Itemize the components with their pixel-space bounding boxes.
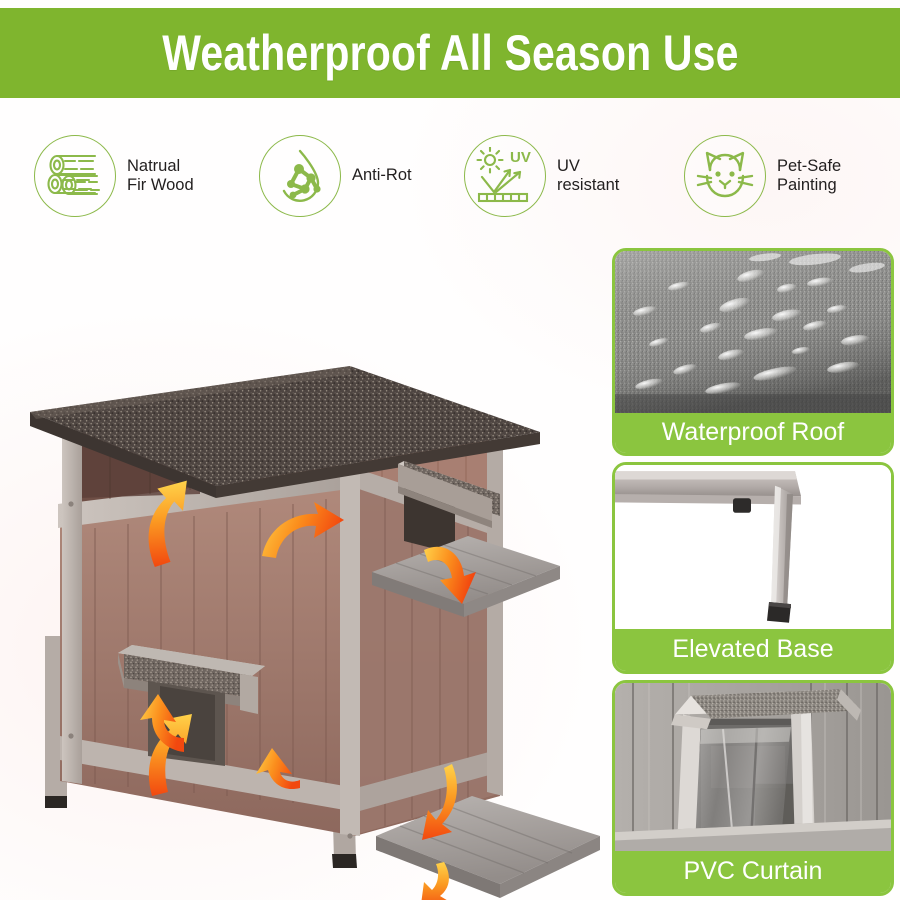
card-caption: Waterproof Roof <box>615 413 891 453</box>
main-product-photo <box>0 236 606 900</box>
feature-natural-fir-wood: Natrual Fir Wood <box>34 135 259 217</box>
sun-uv-reflect-icon: UV <box>464 135 546 217</box>
feature-label: Anti-Rot <box>352 166 412 185</box>
feature-label: Natrual Fir Wood <box>127 156 194 194</box>
feature-icon-row: Natrual Fir Wood Anti-Rot <box>34 124 879 228</box>
feature-anti-rot: Anti-Rot <box>259 135 464 217</box>
feature-label: Pet-Safe Painting <box>777 156 842 194</box>
header-banner: Weatherproof All Season Use <box>0 8 900 98</box>
elevated-base-card[interactable]: Elevated Base <box>612 462 894 674</box>
feature-callout-cards: Waterproof Roof <box>612 248 894 896</box>
page-title: Weatherproof All Season Use <box>161 25 739 81</box>
airflow-arrows <box>140 480 476 900</box>
wet-textured-roof-surface-photo <box>615 251 891 413</box>
feature-uv-resistant: UV UV resistant <box>464 135 684 217</box>
door-opening-with-clear-pvc-flap-photo <box>615 683 891 851</box>
feature-label: UV resistant <box>557 156 620 194</box>
water-drop-molecule-icon <box>259 135 341 217</box>
uv-icon-text: UV <box>510 149 531 166</box>
feature-pet-safe-painting: Pet-Safe Painting <box>684 135 879 217</box>
card-caption: Elevated Base <box>615 629 891 671</box>
cat-house-leg-with-foot-cap-photo <box>615 465 891 629</box>
waterproof-roof-card[interactable]: Waterproof Roof <box>612 248 894 456</box>
card-caption: PVC Curtain <box>615 851 891 893</box>
log-stack-icon <box>34 135 116 217</box>
cat-face-icon <box>684 135 766 217</box>
pvc-curtain-card[interactable]: PVC Curtain <box>612 680 894 896</box>
